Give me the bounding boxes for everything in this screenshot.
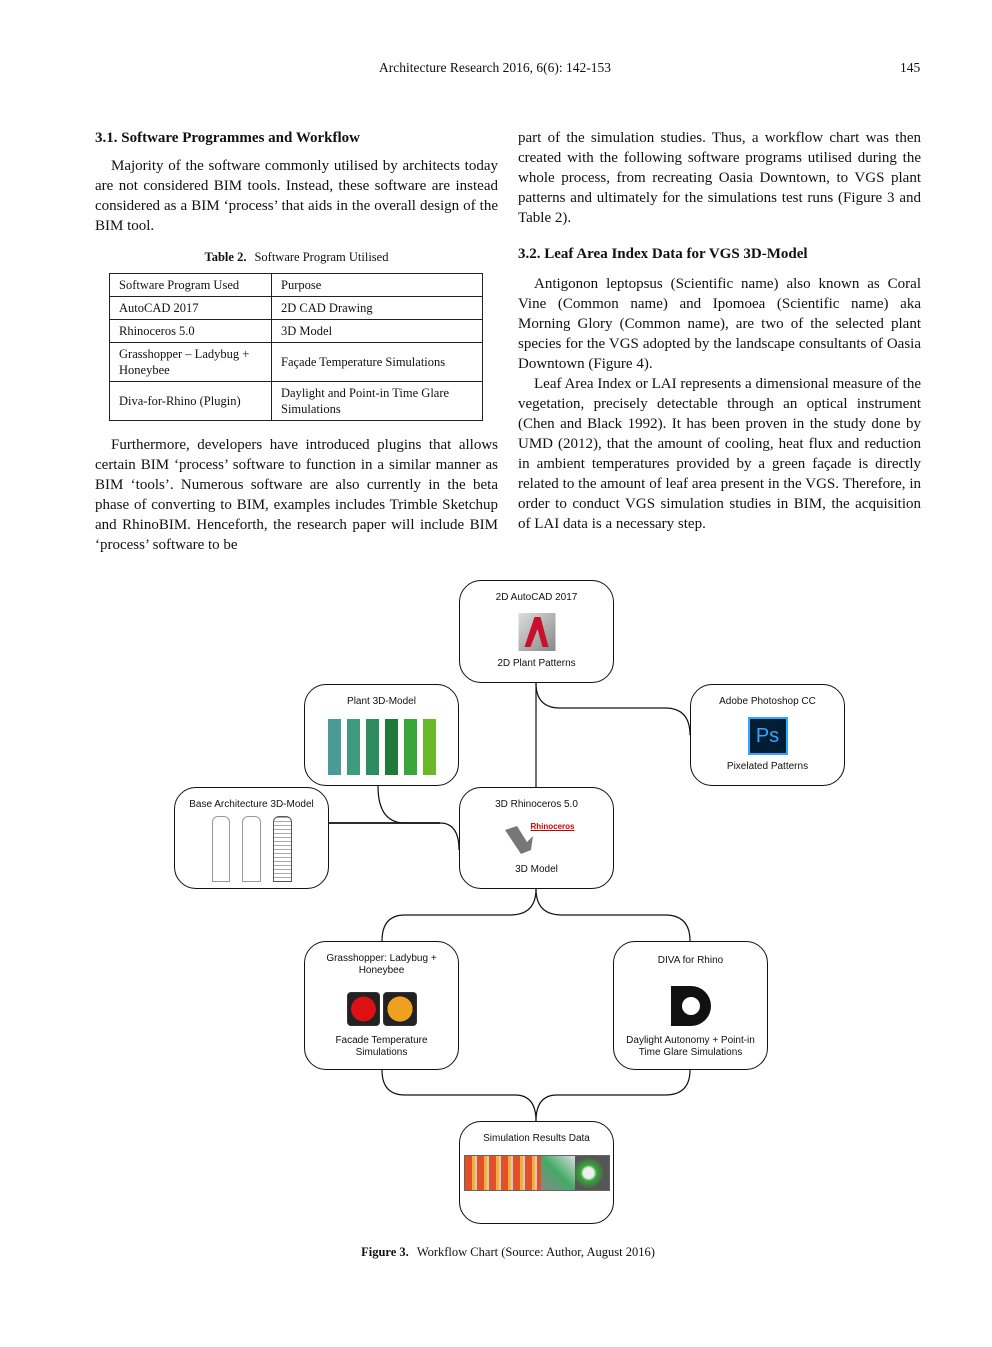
rhino-logo-text: Rhinoceros	[530, 822, 575, 831]
photoshop-logo-icon: Ps	[747, 717, 788, 755]
node-rhino: 3D Rhinoceros 5.0 Rhinoceros 3D Model	[459, 787, 614, 889]
node-base-architecture: Base Architecture 3D-Model	[174, 787, 329, 889]
node-title: Adobe Photoshop CC	[719, 696, 816, 707]
left-column-continued: Furthermore, developers have introduced …	[95, 435, 498, 555]
left-column: 3.1. Software Programmes and Workflow Ma…	[95, 128, 498, 236]
connector	[535, 1069, 691, 1122]
connector	[377, 785, 460, 851]
journal-header: Architecture Research 2016, 6(6): 142-15…	[379, 60, 612, 75]
table-cell: 2D CAD Drawing	[271, 296, 483, 320]
node-title: Base Architecture 3D-Model	[189, 799, 314, 810]
figure-label: Figure 3.	[361, 1245, 409, 1259]
connector	[535, 888, 691, 942]
section-heading: 3.2. Leaf Area Index Data for VGS 3D-Mod…	[518, 246, 808, 262]
node-title: 3D Rhinoceros 5.0	[495, 799, 578, 810]
table-caption: Table 2. Software Program Utilised	[95, 250, 498, 265]
paragraph: Majority of the software commonly utilis…	[95, 158, 498, 234]
simulation-results-images-icon	[463, 1155, 610, 1191]
node-photoshop: Adobe Photoshop CC Ps Pixelated Patterns	[690, 684, 845, 786]
node-autocad: 2D AutoCAD 2017 2D Plant Patterns	[459, 580, 614, 683]
rhino-logo-icon: Rhinoceros	[503, 820, 575, 858]
table-cell: Grasshopper – Ladybug + Honeybee	[109, 342, 272, 382]
node-diva: DIVA for Rhino Daylight Autonomy + Point…	[613, 941, 768, 1070]
node-simulation-results: Simulation Results Data	[459, 1121, 614, 1224]
ladybug-honeybee-icon	[346, 992, 417, 1026]
connector	[381, 888, 537, 942]
diva-logo-icon	[670, 986, 711, 1026]
node-subtitle: Facade Temperature Simulations	[335, 1035, 428, 1058]
paragraph: Antigonon leptopsus (Scientific name) al…	[518, 276, 921, 372]
plant-pattern-images-icon	[327, 719, 436, 775]
page-number: 145	[900, 60, 921, 75]
figure-caption: Figure 3. Workflow Chart (Source: Author,…	[300, 1245, 716, 1260]
table-row: Diva-for-Rhino (Plugin)Daylight and Poin…	[109, 381, 483, 421]
paragraph: part of the simulation studies. Thus, a …	[518, 130, 921, 226]
right-column: part of the simulation studies. Thus, a …	[518, 128, 921, 534]
node-title: Simulation Results Data	[483, 1133, 590, 1144]
building-models-icon	[211, 816, 292, 882]
table-cell: Rhinoceros 5.0	[109, 319, 272, 343]
table-label: Table 2.	[204, 250, 247, 264]
paragraph: Leaf Area Index or LAI represents a dime…	[518, 376, 921, 532]
table-cell: AutoCAD 2017	[109, 296, 272, 320]
table-title: Software Program Utilised	[254, 250, 389, 264]
table-header: Software Program Used	[109, 273, 272, 297]
node-subtitle: Daylight Autonomy + Point-in Time Glare …	[626, 1035, 755, 1058]
node-title: Grasshopper: Ladybug + Honeybee	[326, 953, 437, 976]
section-heading: 3.1. Software Programmes and Workflow	[95, 130, 360, 146]
figure-caption-text: Workflow Chart (Source: Author, August 2…	[416, 1245, 655, 1259]
paragraph: Furthermore, developers have introduced …	[95, 437, 498, 553]
node-subtitle: 2D Plant Patterns	[497, 658, 576, 669]
table-cell: Daylight and Point-in Time Glare Simulat…	[271, 381, 483, 421]
connector	[535, 682, 691, 736]
node-title: Plant 3D-Model	[347, 696, 416, 707]
connector	[381, 1069, 537, 1122]
node-plant: Plant 3D-Model	[304, 684, 459, 786]
node-grasshopper: Grasshopper: Ladybug + Honeybee Facade T…	[304, 941, 459, 1070]
node-title: 2D AutoCAD 2017	[495, 592, 578, 603]
autocad-logo-icon	[518, 613, 555, 651]
node-title: DIVA for Rhino	[657, 955, 724, 966]
node-subtitle: Pixelated Patterns	[726, 761, 809, 772]
table-cell: Diva-for-Rhino (Plugin)	[109, 381, 272, 421]
node-subtitle: 3D Model	[515, 864, 558, 875]
